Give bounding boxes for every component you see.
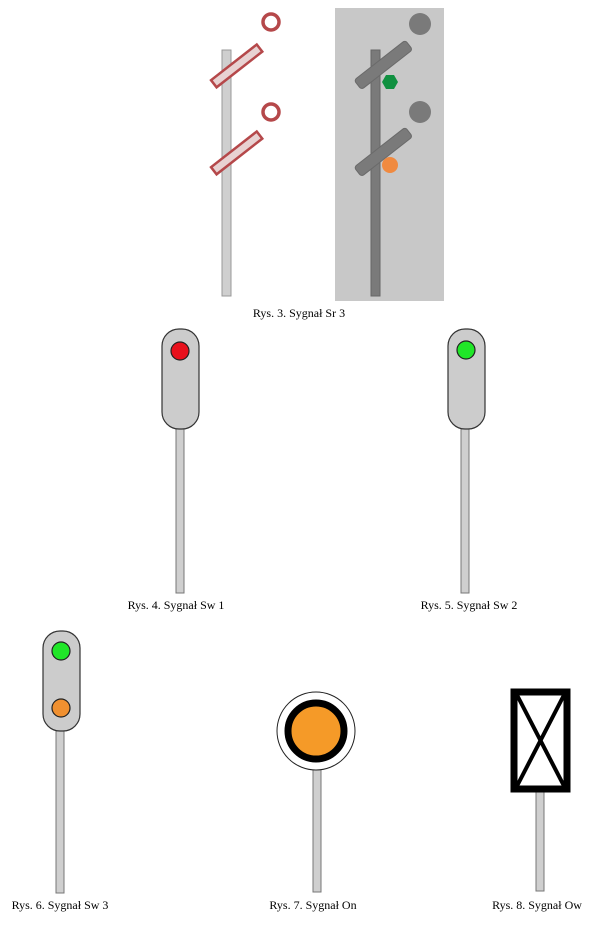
semaphore-sr3-night [335,8,444,301]
semaphore-post [221,49,232,297]
caption-fig5: Rys. 5. Sygnał Sw 2 [421,598,518,612]
green-lamp [382,75,398,89]
orange-lamp [382,157,398,173]
semaphore-upper-arm [209,42,265,90]
sign-cross-2 [515,694,566,787]
green-lamp [456,340,476,360]
semaphore-upper-arm-disc-dark [409,13,431,35]
signal-post [175,426,185,594]
semaphore-upper-arm-ring [261,12,281,32]
signal-post [312,767,322,893]
semaphore-upper-arm-dark [354,40,412,89]
signal-post [55,727,65,894]
signal-post [460,426,470,594]
semaphore-post-dark [370,49,381,297]
semaphore-lower-arm-dark [354,127,412,176]
semaphore-lower-arm-disc-dark [409,101,431,123]
semaphore-lower-arm-ring [261,102,281,122]
green-lamp [51,641,71,661]
disc-orange [284,699,348,763]
signal-sw2 [447,328,486,594]
caption-fig6: Rys. 6. Sygnał Sw 3 [12,898,109,912]
caption-fig7: Rys. 7. Sygnał On [269,898,356,912]
red-lamp [170,341,190,361]
orange-lamp [51,698,71,718]
signal-ow [510,688,571,892]
signal-on [276,691,356,893]
caption-fig8: Rys. 8. Sygnał Ow [492,898,582,912]
signal-housing [447,328,486,430]
caption-fig3: Rys. 3. Sygnał Sr 3 [253,306,345,320]
signal-sw3 [42,630,81,894]
semaphore-sr3-light [209,12,281,297]
signal-sw1 [161,328,200,594]
semaphore-lower-arm [209,129,265,177]
caption-fig4: Rys. 4. Sygnał Sw 1 [128,598,225,612]
signal-post [535,791,545,892]
